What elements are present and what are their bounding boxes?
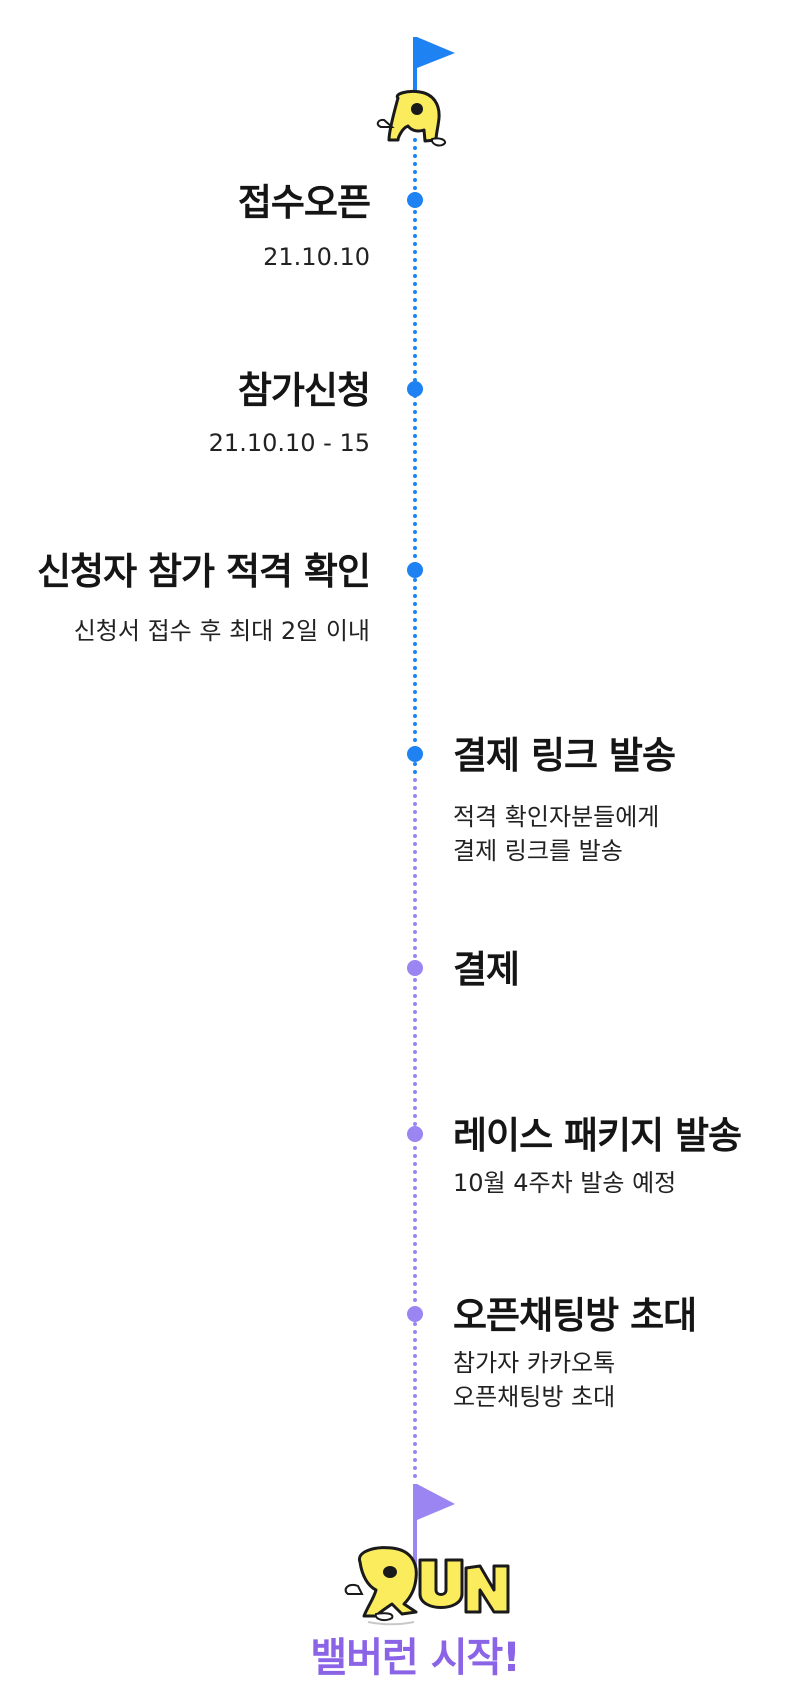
- timeline-dot: [407, 192, 423, 208]
- step-title: 접수오픈: [237, 181, 371, 224]
- step-title: 결제 링크 발송: [453, 734, 676, 777]
- step-title: 레이스 패키지 발송: [453, 1114, 742, 1157]
- run-mascot-logo-icon: [344, 1546, 510, 1626]
- step-subtitle: 21.10.10 - 15: [208, 429, 370, 457]
- timeline-dot: [407, 1306, 423, 1322]
- mascot-icon: [376, 90, 447, 147]
- step-title: 오픈채팅방 초대: [453, 1294, 697, 1337]
- step-title: 결제: [453, 948, 520, 991]
- finish-label: 밸버런 시작!: [310, 1635, 520, 1681]
- step-subtitle: 참가자 카카오톡: [453, 1349, 616, 1377]
- step-title: 참가신청: [237, 369, 371, 412]
- timeline-dot: [407, 960, 423, 976]
- step-subtitle: 10월 4주차 발송 예정: [453, 1169, 677, 1197]
- step-subtitle: 결제 링크를 발송: [453, 837, 623, 865]
- timeline-dot: [407, 746, 423, 762]
- step-title: 신청자 참가 적격 확인: [36, 550, 371, 593]
- timeline-dot: [407, 562, 423, 578]
- flag-icon: [413, 37, 455, 100]
- step-subtitle: 신청서 접수 후 최대 2일 이내: [73, 617, 370, 645]
- step-subtitle: 오픈채팅방 초대: [453, 1383, 616, 1411]
- finish-flag-icon: [413, 1484, 455, 1572]
- step-subtitle: 21.10.10: [263, 243, 370, 271]
- step-subtitle: 적격 확인자분들에게: [453, 803, 660, 831]
- timeline-dot: [407, 381, 423, 397]
- timeline-dot: [407, 1126, 423, 1142]
